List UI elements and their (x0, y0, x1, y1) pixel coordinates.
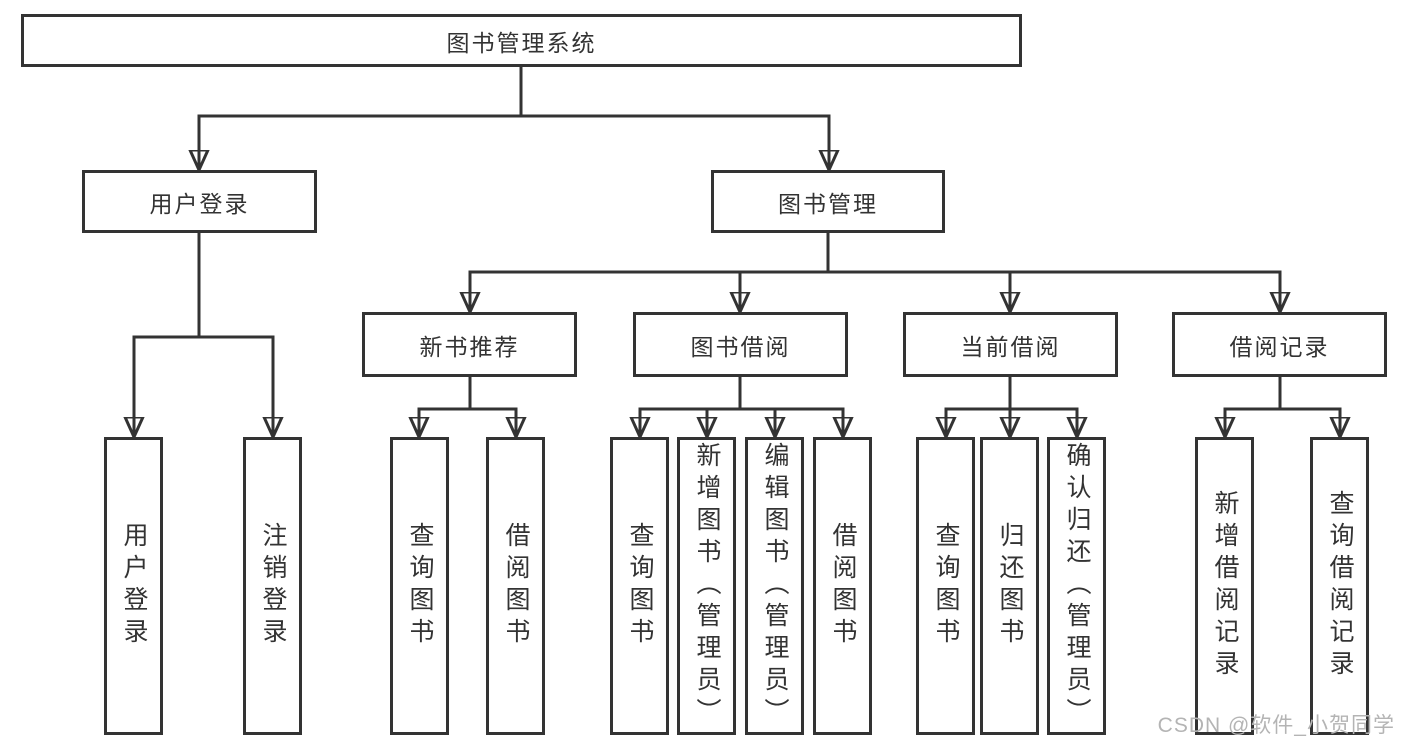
node-label: 新增图书（管理员） (693, 442, 721, 730)
node-library-management-system: 图书管理系统 (21, 14, 1022, 67)
leaf-confirm-return-admin: 确认归还（管理员） (1047, 437, 1106, 735)
node-label: 用户登录 (120, 522, 148, 650)
node-label: 当前借阅 (960, 333, 1061, 360)
connector-new-book-recommend-to-leaves (419, 374, 516, 437)
node-book-borrowing: 图书借阅 (633, 312, 848, 377)
node-book-management: 图书管理 (711, 170, 945, 233)
leaf-query-books: 查询图书 (610, 437, 669, 735)
node-label: 图书借阅 (690, 333, 791, 360)
node-label: 借阅图书 (829, 522, 857, 650)
node-label: 注销登录 (259, 522, 287, 650)
leaf-borrow-books: 借阅图书 (486, 437, 545, 735)
node-label: 借阅图书 (502, 522, 530, 650)
node-current-borrowing: 当前借阅 (903, 312, 1118, 377)
leaf-edit-book-admin: 编辑图书（管理员） (745, 437, 804, 735)
connector-borrowing-records-to-leaves (1225, 374, 1340, 437)
node-label: 归还图书 (996, 522, 1024, 650)
node-label: 用户登录 (149, 190, 250, 217)
leaf-add-book-admin: 新增图书（管理员） (677, 437, 736, 735)
node-label: 查询图书 (932, 522, 960, 650)
leaf-add-borrow-record: 新增借阅记录 (1195, 437, 1254, 735)
node-label: 图书管理系统 (446, 29, 597, 56)
node-borrowing-records: 借阅记录 (1172, 312, 1387, 377)
node-new-book-recommend: 新书推荐 (362, 312, 577, 377)
connector-user-login-to-leaves (134, 230, 273, 437)
node-label: 查询借阅记录 (1326, 490, 1354, 682)
connector-root-to-branches (199, 64, 829, 170)
leaf-borrow-books: 借阅图书 (813, 437, 872, 735)
leaf-query-borrow-record: 查询借阅记录 (1310, 437, 1369, 735)
node-label: 新书推荐 (419, 333, 520, 360)
node-label: 确认归还（管理员） (1063, 442, 1091, 730)
node-label: 新增借阅记录 (1211, 490, 1239, 682)
connector-book-management-to-level3 (470, 230, 1280, 312)
leaf-return-book: 归还图书 (980, 437, 1039, 735)
csdn-watermark: CSDN @软件_小贺同学 (1157, 714, 1395, 737)
leaf-user-login: 用户登录 (104, 437, 163, 735)
leaf-logout-login: 注销登录 (243, 437, 302, 735)
node-label: 查询图书 (406, 522, 434, 650)
node-label: 图书管理 (778, 190, 878, 217)
leaf-query-books: 查询图书 (916, 437, 975, 735)
connector-current-borrowing-to-leaves (946, 374, 1077, 437)
node-label: 编辑图书（管理员） (761, 442, 789, 730)
node-label: 借阅记录 (1229, 333, 1330, 360)
leaf-query-books: 查询图书 (390, 437, 449, 735)
node-user-login: 用户登录 (82, 170, 317, 233)
connector-book-borrowing-to-leaves (640, 374, 843, 437)
node-label: 查询图书 (626, 522, 654, 650)
